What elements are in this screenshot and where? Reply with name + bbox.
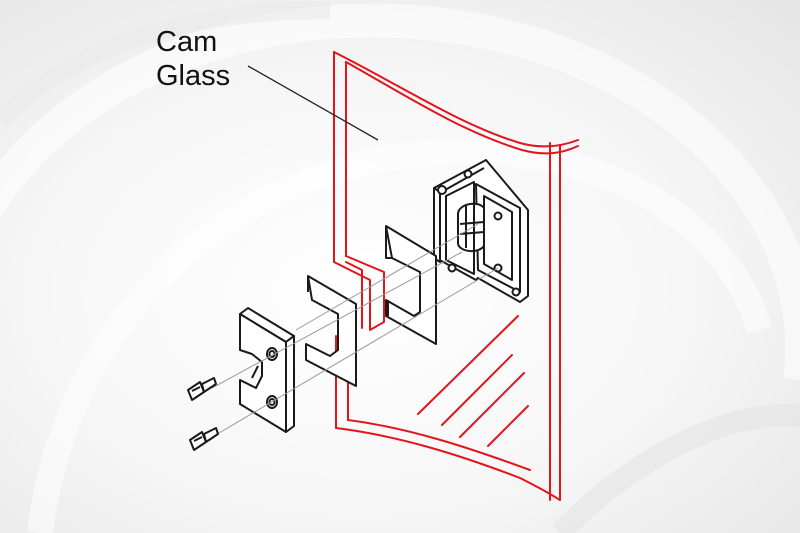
middle-gasket xyxy=(305,275,357,387)
screw-lower xyxy=(189,427,219,451)
screw-upper xyxy=(187,377,217,401)
leader-line xyxy=(247,65,379,141)
glass-reflection xyxy=(417,315,529,447)
assembly-guide-lines xyxy=(211,223,499,437)
label-cam: Cam xyxy=(156,26,218,58)
cover-plate xyxy=(239,307,295,433)
label-glass: Glass xyxy=(156,60,231,92)
